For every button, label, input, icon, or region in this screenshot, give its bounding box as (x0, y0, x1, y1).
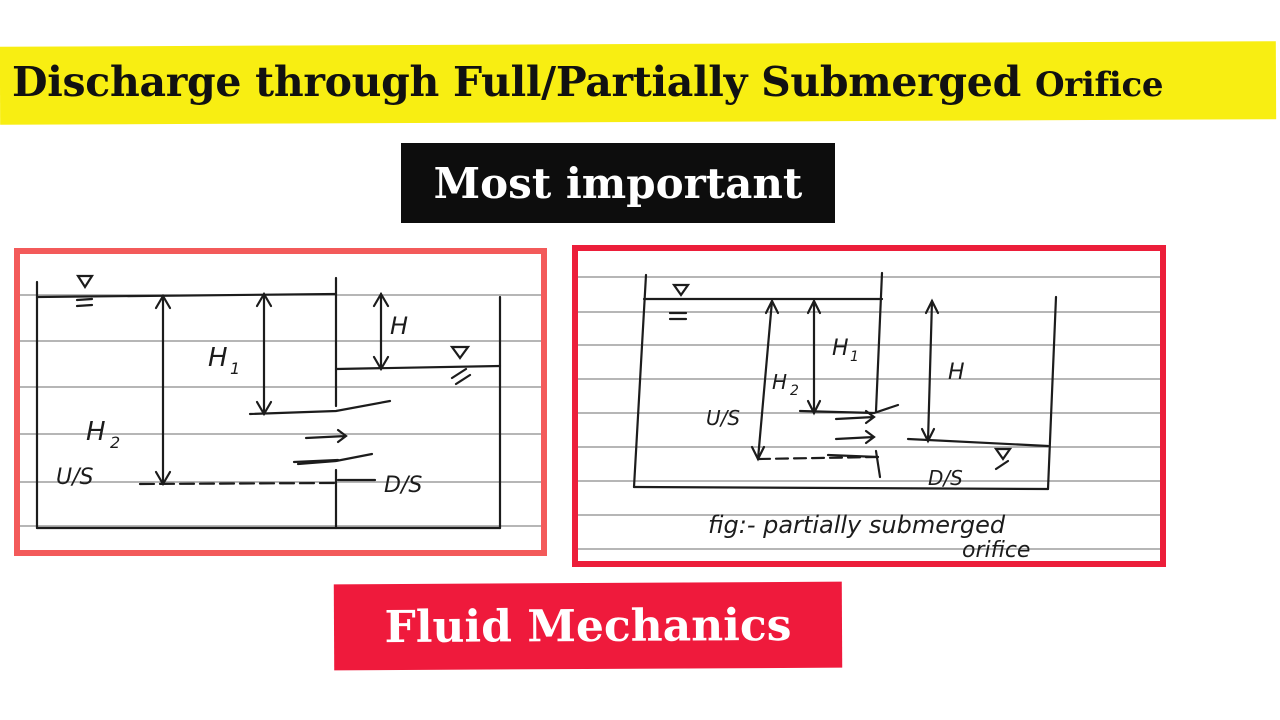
title-tail: Orifice (1034, 65, 1164, 105)
full-submerged-sketch: H 1 H 2 H U/S D/S (20, 274, 541, 530)
h1-subscript: 1 (850, 349, 859, 365)
us-label: U/S (706, 406, 740, 430)
ds-label: D/S (384, 473, 422, 498)
h2-subscript: 2 (790, 383, 799, 399)
ruled-lines (578, 276, 1160, 550)
ruled-lines (20, 294, 541, 527)
most-important-badge: Most important (401, 143, 835, 223)
partially-submerged-diagram: H 1 H 2 H U/S D/S fig:- partially submer… (572, 245, 1166, 567)
partially-submerged-sketch: H 1 H 2 H U/S D/S fig:- partially submer… (578, 271, 1160, 561)
h-label: H (390, 312, 408, 340)
full-submerged-diagram: H 1 H 2 H U/S D/S (14, 248, 547, 556)
caption-line-1: fig:- partially submerged (708, 511, 1006, 539)
h2-label: H (86, 417, 106, 447)
subject-badge: Fluid Mechanics (333, 581, 843, 671)
h1-label: H (832, 336, 849, 361)
h-label: H (948, 360, 965, 385)
ds-label: D/S (928, 466, 963, 490)
h2-subscript: 2 (110, 433, 120, 452)
h1-subscript: 1 (230, 359, 240, 378)
h2-label: H (772, 370, 787, 394)
page-title: Discharge through Full/Partially Submerg… (12, 58, 1164, 106)
h1-label: H (208, 343, 228, 373)
caption-line-2: orifice (962, 538, 1030, 561)
title-main: Discharge through Full/Partially Submerg… (12, 58, 1021, 106)
us-label: U/S (56, 465, 94, 490)
